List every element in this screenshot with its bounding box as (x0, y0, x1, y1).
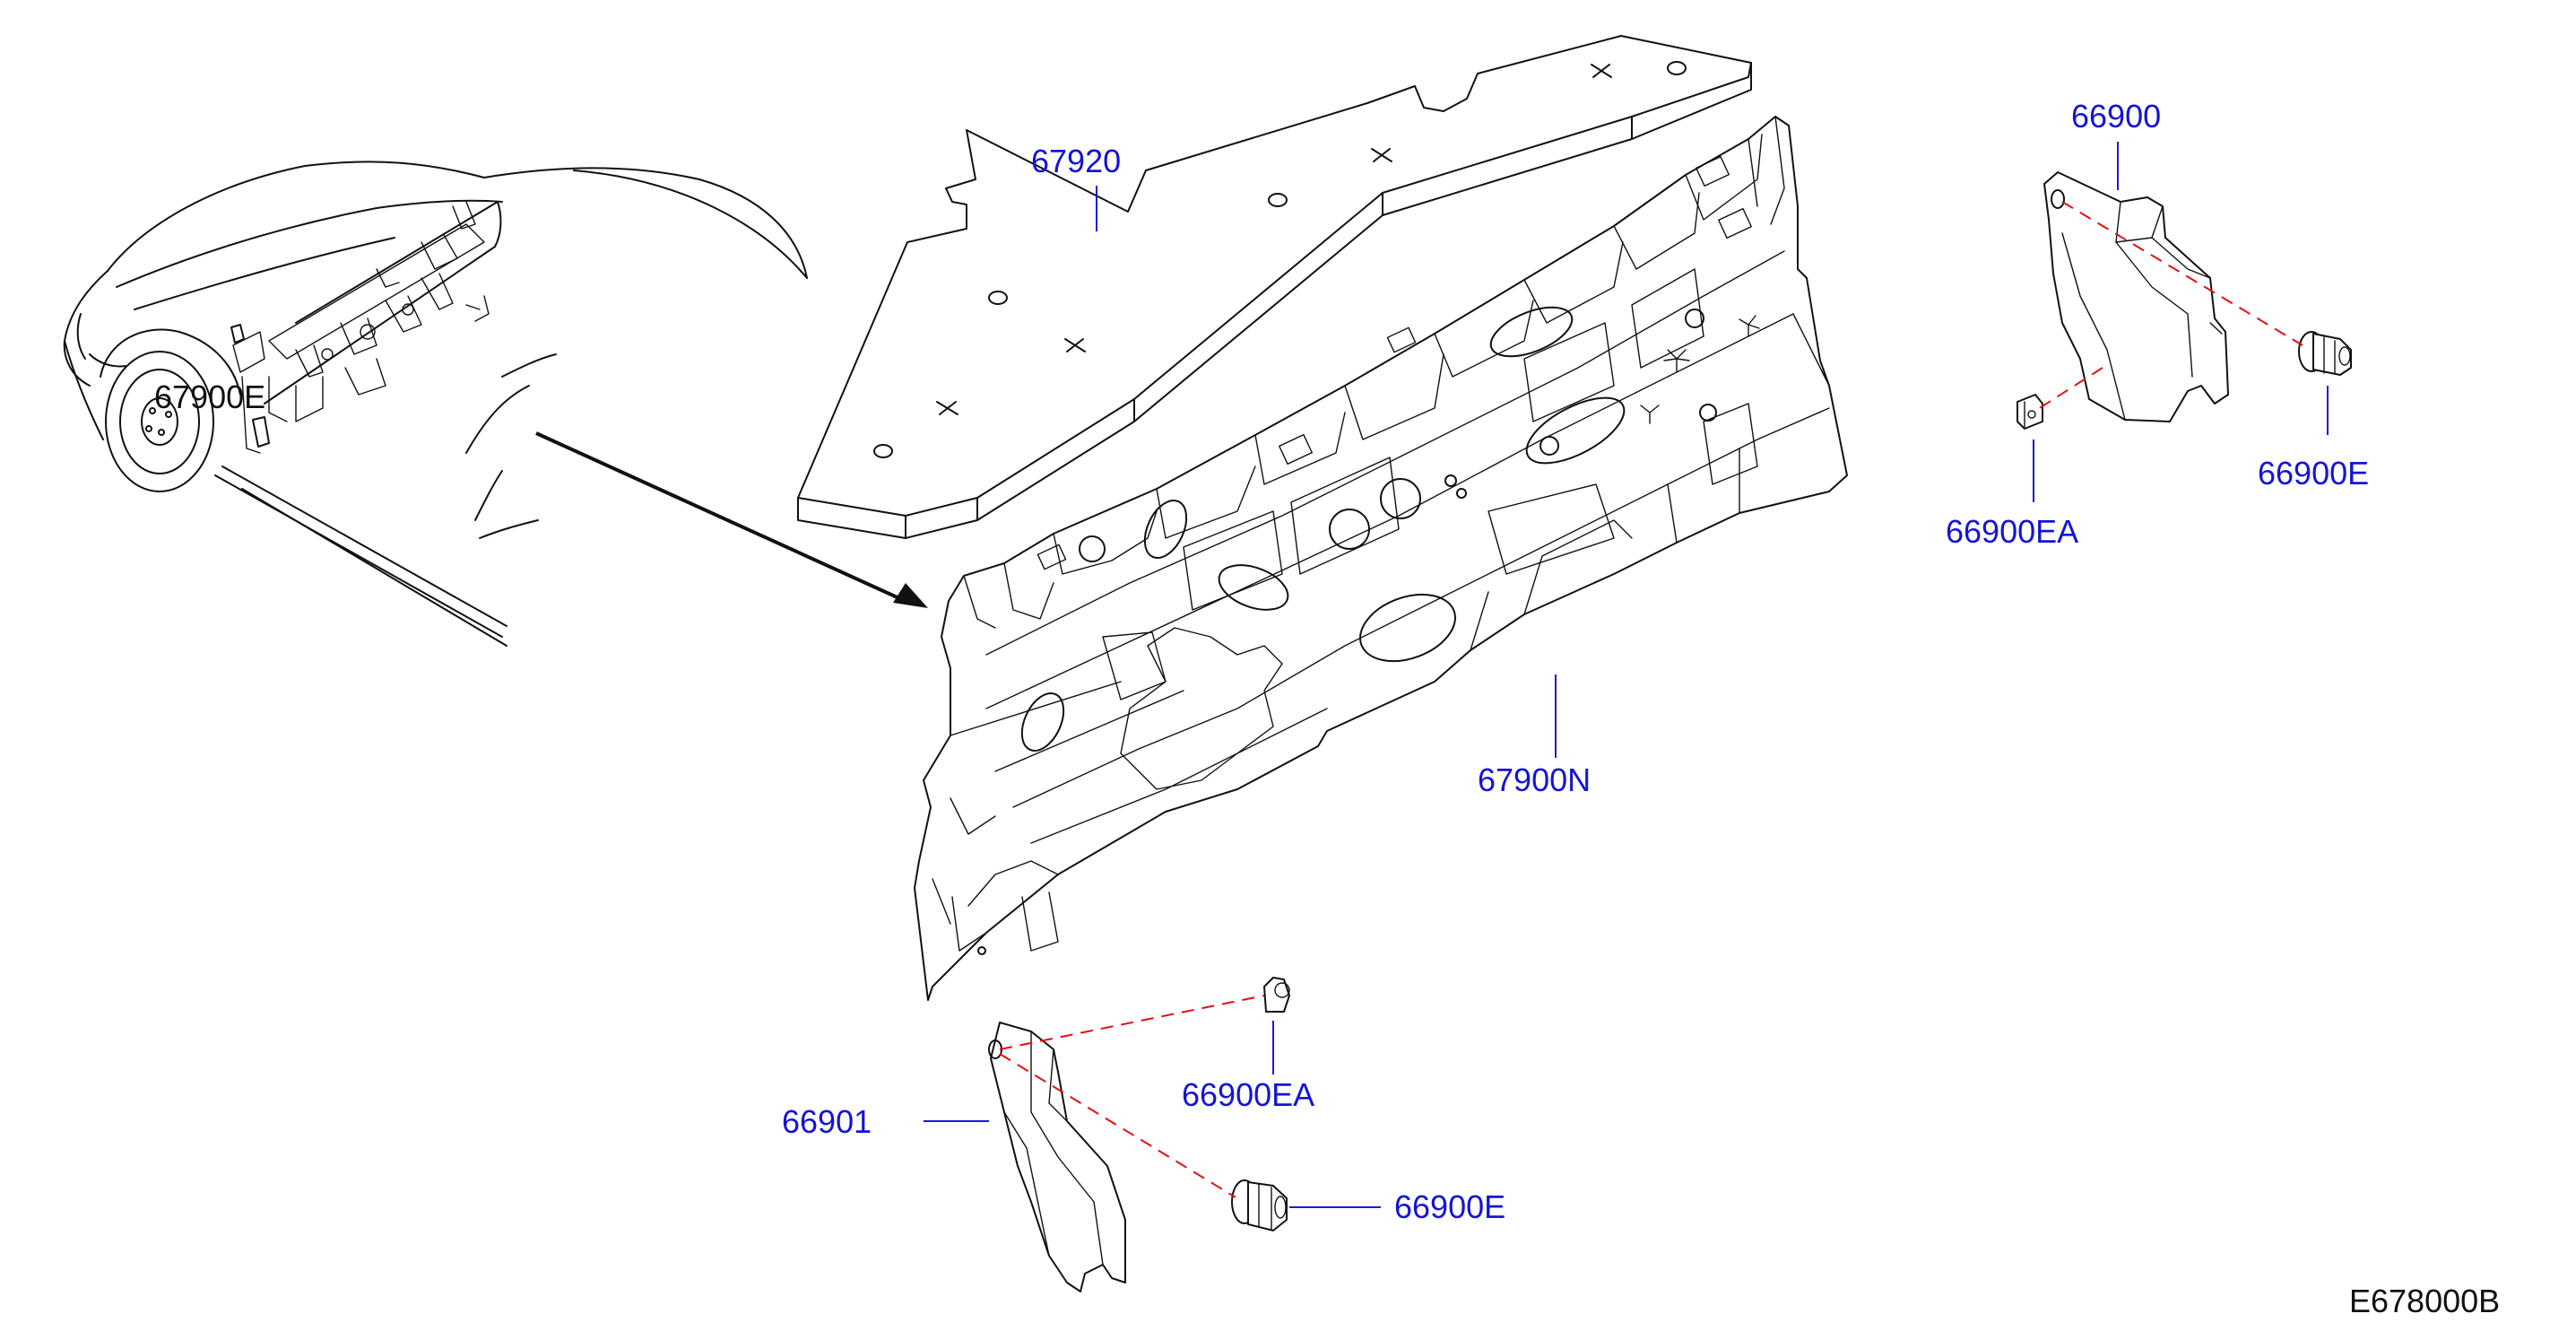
clip-66900E-top (2298, 331, 2352, 376)
label-66900E-top: 66900E (2258, 455, 2369, 492)
label-67920: 67920 (1031, 143, 1121, 179)
car-overview-drawing (63, 161, 808, 647)
clip-66900EA-bottom (1263, 977, 1290, 1013)
part-66900-cover (2043, 171, 2229, 422)
part-66901-cover (988, 1022, 1126, 1292)
label-67900N: 67900N (1478, 761, 1591, 798)
label-67900E-car: 67900E (154, 378, 265, 415)
location-arrow (535, 431, 928, 608)
label-66900E-bottom: 66900E (1394, 1188, 1505, 1225)
label-66901: 66901 (782, 1103, 872, 1140)
leader-lines (924, 142, 2329, 1208)
part-67900N-dash-insulator (914, 116, 1848, 1001)
label-66900EA-top: 66900EA (1946, 513, 2078, 550)
clip-66900E-bottom (1231, 1179, 1288, 1231)
label-66900: 66900 (2071, 98, 2161, 135)
part-67920-insulator (797, 35, 1752, 539)
label-66900EA-bottom: 66900EA (1182, 1076, 1314, 1113)
assembly-lines (999, 201, 2303, 1198)
diagram-code: E678000B (2349, 1283, 2500, 1319)
clip-66900EA-top (2017, 394, 2043, 430)
